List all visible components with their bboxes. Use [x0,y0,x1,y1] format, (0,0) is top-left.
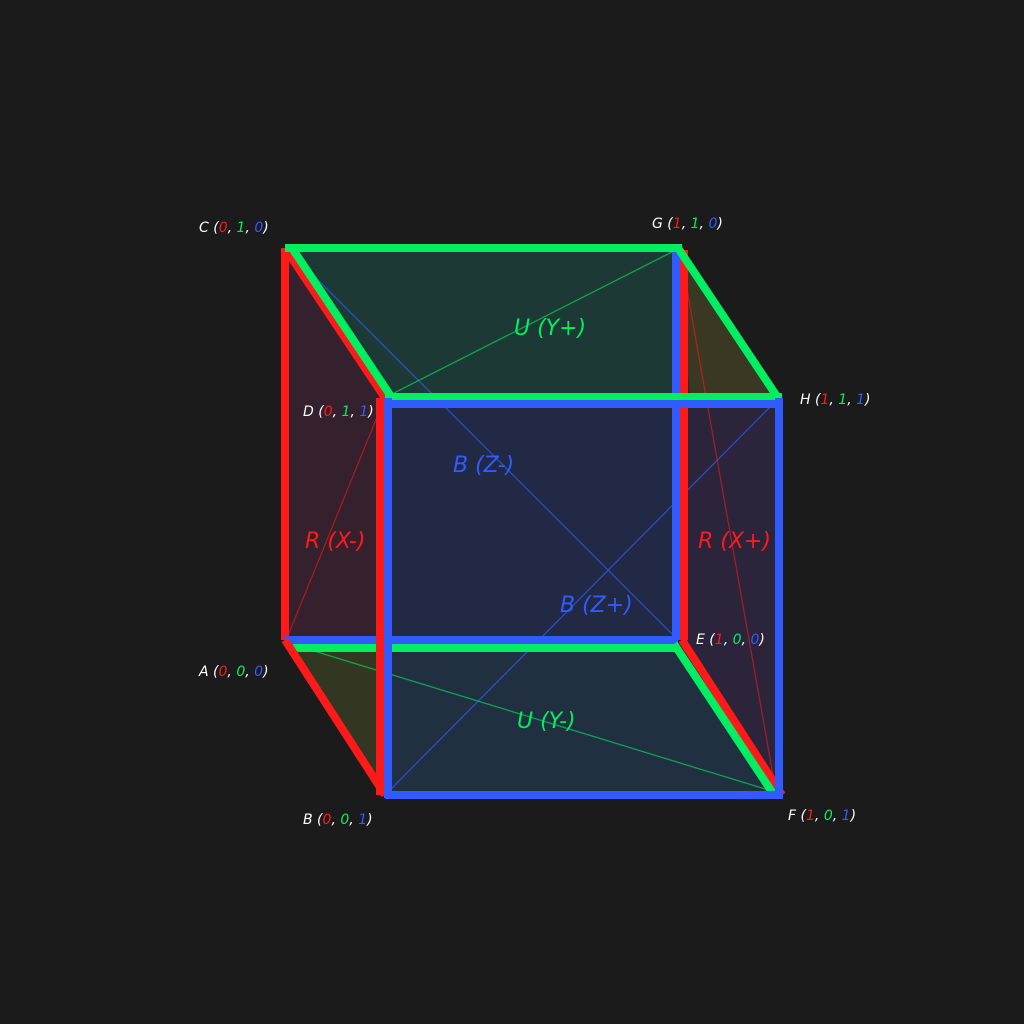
edge-c-d-green [288,245,396,401]
cube-edges [281,244,786,799]
vertex-label-d: D (0, 1, 1) [303,404,374,420]
edge-e-f [670,641,778,798]
face-diagonals [286,249,777,793]
vertex-label-e: E (1, 0, 0) [696,632,765,648]
face-label-x-plus: R (X+) [698,529,771,554]
vertex-label-g: G (1, 1, 0) [652,216,723,232]
face-labels: U (Y+) B (Z-) R (X-) R (X+) B (Z+) U (Y-… [305,316,771,734]
vertex-label-c: C (0, 1, 0) [199,220,269,236]
diagonal-x-minus [286,399,385,639]
diagonal-y-plus [387,249,677,397]
diagonal-z-plus [387,401,776,793]
face-label-x-minus: R (X-) [305,529,365,554]
face-label-z-minus: B (Z-) [453,453,514,478]
edge-e-f-red [678,637,786,798]
vertex-label-f: F (1, 0, 1) [788,808,856,824]
edge-c-d [281,245,389,401]
edge-g-h [674,245,782,401]
face-label-y-plus: U (Y+) [514,316,586,341]
diagonal-x-plus [679,249,777,793]
diagonal-y-minus [287,642,776,793]
vertex-label-a: A (0, 0, 0) [198,664,269,680]
edge-a-b [281,637,389,798]
face-label-z-plus: B (Z+) [560,593,633,618]
vertex-labels: C (0, 1, 0) G (1, 1, 0) D (0, 1, 1) H (1… [198,216,871,828]
vertex-label-h: H (1, 1, 1) [800,392,871,408]
vertex-label-b: B (0, 0, 1) [303,812,373,828]
diagonal-z-minus [289,251,675,637]
face-label-y-minus: U (Y-) [517,709,576,734]
